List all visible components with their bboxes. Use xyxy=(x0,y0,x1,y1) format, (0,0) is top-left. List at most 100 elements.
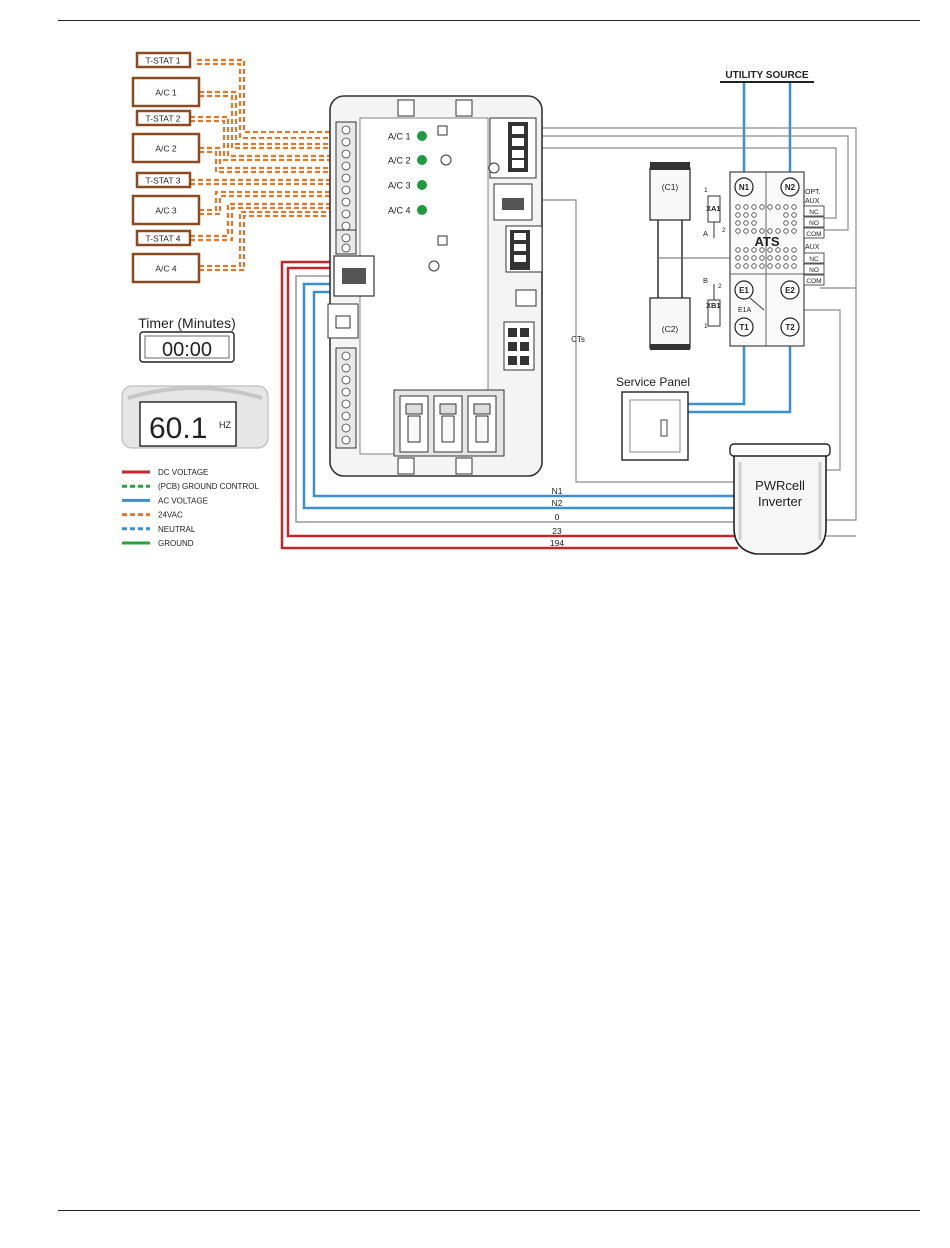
air-conditioner-label: A/C 1 xyxy=(155,88,177,98)
top-rule xyxy=(58,20,920,21)
terminal-t2-label: T2 xyxy=(785,323,795,332)
thermostat-label: T-STAT 2 xyxy=(146,114,181,124)
led-ac4 xyxy=(417,205,427,215)
bottom-rule xyxy=(58,1210,920,1211)
legend-label: 24VAC xyxy=(158,511,183,520)
aux-top-title: AUX xyxy=(805,198,820,205)
thermostat-box xyxy=(135,229,192,247)
led-ac3 xyxy=(417,180,427,190)
relay-pin-label: 2 xyxy=(718,283,722,290)
vac24-wires xyxy=(190,58,372,272)
legend-label: AC VOLTAGE xyxy=(158,496,208,505)
frequency-value: 60.1 xyxy=(149,412,207,445)
mount-tab xyxy=(455,457,473,475)
fuses xyxy=(399,395,497,453)
aux-bottom-nc: NC xyxy=(809,256,819,263)
relay-pin-label: 1 xyxy=(704,323,708,330)
led-label: A/C 1 xyxy=(388,132,411,142)
led-label: A/C 3 xyxy=(388,181,411,191)
air-conditioner-box xyxy=(131,252,201,284)
ac-wires xyxy=(302,82,792,510)
air-conditioner-box xyxy=(131,132,201,164)
terminal-e1-label: E1 xyxy=(739,286,749,295)
air-conditioner-label: A/C 4 xyxy=(155,264,177,274)
thermostat-label: T-STAT 1 xyxy=(146,56,181,66)
service-panel-label: Service Panel xyxy=(616,375,690,389)
wire-label: 194 xyxy=(550,538,564,548)
terminal-t2 xyxy=(780,317,800,337)
aux-top-nc: NC xyxy=(809,209,819,216)
timer-title: Timer (Minutes) xyxy=(138,315,236,331)
wire-0 xyxy=(295,275,738,523)
air-conditioner-box xyxy=(131,76,201,108)
frequency-meter xyxy=(121,385,269,449)
relay-xb1-label: XB1 xyxy=(706,301,721,310)
terminal-e2-label: E2 xyxy=(785,286,795,295)
terminal-e1a-label: E1A xyxy=(738,307,752,314)
wire-label: N1 xyxy=(552,486,563,496)
contactor-c2 xyxy=(649,297,691,349)
relay-xa1-label: XA1 xyxy=(706,204,721,213)
terminal-t1 xyxy=(734,317,754,337)
relay-b-label: B xyxy=(703,276,708,285)
wire-n1 xyxy=(312,290,738,498)
terminal-n2 xyxy=(780,177,800,197)
aux-bottom-no: NO xyxy=(809,267,819,274)
pwrcell-inverter xyxy=(729,443,831,555)
air-conditioner-label: A/C 3 xyxy=(155,206,177,216)
ats-contacts xyxy=(735,204,797,269)
t2-to-service-panel xyxy=(688,340,792,414)
wire-label: 0 xyxy=(555,512,560,522)
relay-pin-label: 1 xyxy=(704,187,708,194)
inverter-label-line1: PWRcell xyxy=(755,478,805,493)
mount-tab xyxy=(397,99,415,117)
terminal-n1-label: N1 xyxy=(739,183,750,192)
aux-top xyxy=(803,205,825,239)
mount-tab xyxy=(455,99,473,117)
aux-bottom-com: COM xyxy=(806,278,821,285)
cts-label: CTs xyxy=(571,335,585,344)
terminal-t1-label: T1 xyxy=(739,323,749,332)
ground-wire xyxy=(295,275,738,523)
air-conditioner-label: A/C 2 xyxy=(155,144,177,154)
terminal-e1 xyxy=(734,280,754,300)
thermostat-box xyxy=(135,51,192,69)
thermostat-label: T-STAT 3 xyxy=(146,176,181,186)
contactor-c1 xyxy=(649,167,691,221)
control-module xyxy=(327,95,543,477)
aux-bottom-title: AUX xyxy=(805,244,820,251)
thermostat-box xyxy=(135,171,192,189)
aux-top-com: COM xyxy=(806,231,821,238)
terminal-screws xyxy=(341,125,351,253)
mount-tab xyxy=(397,457,415,475)
gray-control-wires xyxy=(528,127,857,537)
contactor-c1-label: (C1) xyxy=(662,182,679,192)
wire-label: N2 xyxy=(552,498,563,508)
legend-label: NEUTRAL xyxy=(158,525,196,534)
timer-display xyxy=(139,331,235,363)
ats-terminals xyxy=(734,177,800,337)
terminal-n2-label: N2 xyxy=(785,183,796,192)
aux-bottom xyxy=(803,252,825,286)
terminal-n1 xyxy=(734,177,754,197)
contactor-c2-label: (C2) xyxy=(662,324,679,334)
t1-to-service-panel xyxy=(688,340,746,406)
ats-label: ATS xyxy=(754,234,779,249)
inverter-label-line2: Inverter xyxy=(758,494,803,509)
wire-194 xyxy=(280,260,738,550)
aux-top-title: OPT. xyxy=(805,189,821,196)
aux-top-no: NO xyxy=(809,220,819,227)
air-conditioner-box xyxy=(131,194,201,226)
timer-value: 00:00 xyxy=(162,339,212,361)
legend-label: (PCB) GROUND CONTROL xyxy=(158,482,259,491)
wire-label: 23 xyxy=(552,526,562,536)
thermostat-box xyxy=(135,109,192,127)
utility-source-label: UTILITY SOURCE xyxy=(725,70,808,81)
frequency-unit: HZ xyxy=(219,420,231,430)
wiring-diagram: T-STAT 1 T-STAT 2 T-STAT 3 T-STAT 4 A/C 1 A/C… xyxy=(121,51,857,555)
led-label: A/C 2 xyxy=(388,156,411,166)
led-ac2 xyxy=(417,155,427,165)
wire-23 xyxy=(286,266,738,538)
thermostat-label: T-STAT 4 xyxy=(146,234,181,244)
dc-wires xyxy=(280,260,738,550)
